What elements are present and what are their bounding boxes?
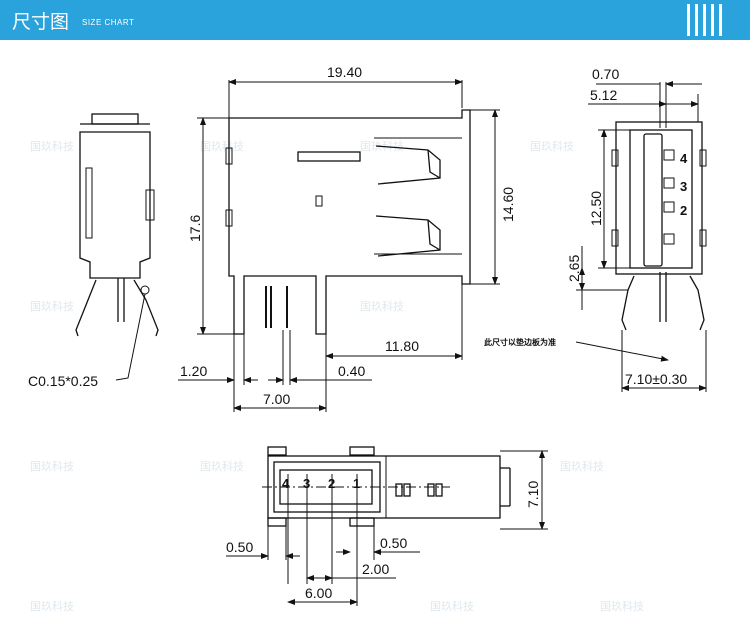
- dim-label: 19.40: [327, 64, 362, 80]
- dim-label: 12.50: [588, 191, 604, 226]
- pin-label: 3: [303, 476, 310, 491]
- left-side-view: C0.15*0.25: [28, 113, 159, 389]
- right-end-view: 0.70 5.12 4 3 2 12.50 2.65 此: [484, 66, 707, 392]
- watermark-text: 国玖科技: [200, 459, 244, 473]
- watermark-text: 国玖科技: [560, 459, 604, 473]
- dim-label: 11.80: [385, 338, 419, 354]
- bottom-top-view: 4 3 2 1 7.10 0.50 0.50 2.00 6.00: [226, 446, 548, 606]
- dim-label: 0.50: [226, 539, 253, 555]
- dim-label: 2.00: [362, 561, 389, 577]
- watermark-text: 国玖科技: [360, 299, 404, 313]
- pin-label: 2: [328, 476, 335, 491]
- watermark-text: 国玖科技: [430, 599, 474, 613]
- header-stripes-icon: [687, 4, 727, 36]
- watermark-text: 国玖科技: [30, 139, 74, 153]
- pin-label: 4: [680, 151, 688, 166]
- dim-label: 7.00: [263, 391, 290, 407]
- dim-label: 14.60: [500, 187, 516, 222]
- front-side-view: 19.40 17.6 14.60 11.80: [178, 64, 516, 412]
- dim-label: 1.20: [180, 363, 207, 379]
- dim-label: 6.00: [305, 585, 332, 601]
- dim-label: C0.15*0.25: [28, 373, 98, 389]
- dim-label: 7.10±0.30: [625, 371, 687, 387]
- dim-label: 5.12: [590, 87, 617, 103]
- watermark-text: 国玖科技: [200, 139, 244, 153]
- dim-label: 2.65: [566, 255, 582, 282]
- header-bar: 尺寸图 SIZE CHART: [0, 0, 750, 40]
- pin-label: 4: [282, 476, 290, 491]
- dim-label: 0.50: [380, 535, 407, 551]
- dim-label: 17.6: [187, 215, 203, 242]
- watermark-grid: 国玖科技 国玖科技 国玖科技 国玖科技 国玖科技 国玖科技 国玖科技 国玖科技 …: [30, 139, 644, 613]
- dim-label: 7.10: [525, 481, 541, 508]
- watermark-text: 国玖科技: [530, 139, 574, 153]
- header-title: 尺寸图: [12, 11, 70, 33]
- watermark-text: 国玖科技: [30, 459, 74, 473]
- watermark-text: 国玖科技: [30, 599, 74, 613]
- watermark-text: 国玖科技: [30, 299, 74, 313]
- pin-label: 1: [353, 476, 360, 491]
- watermark-text: 国玖科技: [600, 599, 644, 613]
- technical-drawing: 国玖科技 国玖科技 国玖科技 国玖科技 国玖科技 国玖科技 国玖科技 国玖科技 …: [28, 64, 707, 613]
- dim-label: 0.70: [592, 66, 619, 82]
- pin-label: 2: [680, 203, 687, 218]
- note-label: 此尺寸以垫边板为准: [484, 337, 556, 347]
- header-subtitle: SIZE CHART: [82, 18, 135, 27]
- pin-label: 3: [680, 179, 687, 194]
- dim-label: 0.40: [338, 363, 365, 379]
